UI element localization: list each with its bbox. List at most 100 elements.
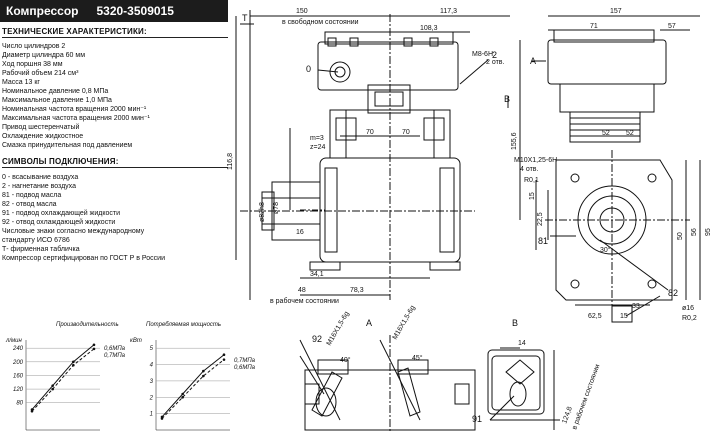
perf-chart: Производительность л/мин 80120160200240 … [5,322,126,431]
perf-point [51,387,54,391]
title-bar: Компрессор 5320-3509015 [0,0,228,22]
power-tick-label: 2 [149,395,154,401]
spec-line: Диаметр цилиндра 60 мм [2,52,86,59]
power-chart-title: Потребляемая мощность [146,322,221,328]
power-chart-unit: кВт [130,338,142,344]
dim-124-8: 124,8 [561,406,574,425]
specs-title: ТЕХНИЧЕСКИЕ ХАРАКТЕРИСТИКИ: [2,27,147,36]
port-81: 81 [538,236,548,246]
dim-22-5: 22,5 [537,212,544,226]
dim-working-note: в рабочем состоянии [270,297,339,305]
spec-line: Масса 13 кг [2,79,40,86]
dim-30deg: 30° [600,246,611,254]
spec-line: Рабочий объем 214 см³ [2,70,79,77]
symbol-line: Т- фирменная табличка [2,246,80,253]
dim-57: 57 [668,23,676,30]
port-82: 82 [668,288,678,298]
dim-50: 50 [677,232,684,240]
spec-line: Максимальная частота вращения 2000 мин⁻¹ [2,115,150,122]
perf-series-label: 0,7МПа [104,353,126,359]
dim-14: 14 [518,340,526,347]
dim-15b: 15 [529,192,536,200]
dim-m16b: M16X1,5-6g [392,304,417,341]
perf-point [92,347,96,351]
dim-62-5: 62,5 [588,313,602,320]
spec-line: Привод шестеренчатый [2,124,80,131]
symbols-list: 0 - всасывание воздуха 2 - нагнетание во… [2,173,228,263]
power-point [202,369,205,373]
power-series-label: 0,6МПа [234,365,256,371]
spec-line: Смазка принудительная под давлением [2,142,133,149]
power-point [160,417,164,420]
power-tick-label: 4 [150,363,154,369]
dim-working-note-b: в рабочем состоянии [570,363,601,431]
spec-line: Число цилиндров 2 [2,43,66,50]
view-a-title: А [366,318,372,328]
symbol-line: 92 - отвод охлаждающей жидкости [2,219,116,226]
perf-tick-label: 240 [12,346,24,352]
dim-16: 16 [296,229,304,236]
symbols-rule [2,167,228,168]
dim-m16a: M16X1,5-6g [326,310,351,347]
spec-line: Номинальное давление 0,8 МПа [2,88,109,95]
perf-tick-label: 80 [16,401,23,407]
perf-tick-label: 120 [13,387,24,393]
perf-point [92,343,96,347]
label-t: T [242,13,248,23]
dim-40deg: 40° [340,356,351,364]
port-0: 0 [306,64,311,74]
dim-48: 48 [298,287,306,294]
dim-78-3: 78,3 [350,287,364,294]
dim-r0-2: R0,2 [682,315,697,322]
dim-m10: M10X1,25-6H [514,157,557,164]
perf-chart-title: Производительность [56,322,119,328]
dim-157: 157 [610,8,622,15]
perf-axes [25,340,100,431]
symbol-line: 2 - нагнетание воздуха [2,183,76,190]
dim-150: 150 [296,8,308,15]
perf-series-line [31,344,95,410]
port-91: 91 [472,414,482,424]
perf-chart-unit: л/мин [5,338,23,344]
dim-52b: 52 [626,130,634,137]
symbols-title: СИМВОЛЫ ПОДКЛЮЧЕНИЯ: [2,157,119,166]
product-code: 5320-3509015 [96,4,174,18]
symbol-line: Числовые знаки согласно международному [2,228,145,235]
front-view [235,10,510,300]
power-point [181,395,184,399]
view-a [299,335,476,432]
specs-list: Число цилиндров 2 Диаметр цилиндра 60 мм… [2,42,228,150]
spec-line: Максимальное давление 1,0 МПа [2,97,112,104]
product-name: Компрессор [6,4,79,18]
spec-line: Номинальная частота вращения 2000 мин⁻¹ [2,106,147,113]
perf-series-line [31,348,95,412]
power-point [222,358,226,361]
dim-15: 15 [620,313,628,320]
dim-33: 33 [632,303,640,310]
power-series-line [161,359,225,419]
power-series-label: 0,7МПа [234,358,256,364]
power-point [222,353,226,357]
port-92: 92 [312,334,322,344]
dim-m8-holes: 2 отв. [486,59,505,66]
view-b-title: В [512,318,518,328]
perf-point [72,360,75,364]
dim-71: 71 [590,23,598,30]
dim-16-dia: ø16 [682,305,694,312]
power-tick-label: 1 [150,412,153,418]
dim-116-8: 116,8 [227,153,234,170]
side-view [519,15,701,323]
symbol-line: 0 - всасывание воздуха [2,174,79,181]
symbol-line: 81 - подвод масла [2,192,62,199]
view-b-mark: В [504,94,510,104]
dim-150-note: в свободном состоянии [282,18,359,26]
dim-m8: M8-6H [472,51,493,58]
dim-78: ø78 [273,202,280,214]
perf-point [72,363,75,367]
dim-70b: 70 [402,129,410,136]
dim-45deg: 45° [412,354,423,362]
dim-70a: 70 [366,129,374,136]
perf-tick-label: 200 [12,360,24,366]
perf-tick-label: 160 [13,373,24,379]
dim-52a: 52 [602,130,610,137]
